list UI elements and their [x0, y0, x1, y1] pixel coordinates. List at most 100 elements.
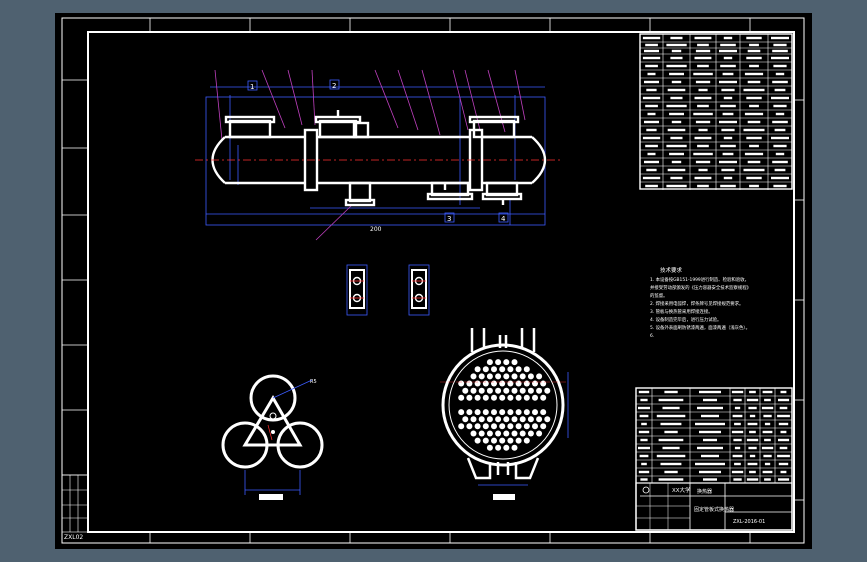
tube-hole	[470, 387, 477, 394]
tube-hole	[523, 423, 530, 430]
table-cell-text	[777, 414, 790, 418]
table-cell-text	[746, 96, 762, 100]
tube-hole	[491, 366, 497, 373]
table-cell-text	[722, 72, 734, 76]
table-cell-text	[671, 160, 682, 164]
table-cell-text	[644, 80, 659, 84]
shell-body	[211, 110, 547, 207]
pitch-radius-dim: R5	[310, 379, 317, 385]
table-cell-text	[780, 430, 787, 434]
tube-hole	[470, 416, 477, 423]
tube-hole	[482, 394, 489, 401]
table-cell-text	[693, 72, 713, 76]
technical-requirements: 技术要求 1. 本设备按GB151-1999进行制造、检验和验收， 并接受劳动部…	[650, 266, 751, 339]
table-cell-text	[695, 49, 711, 53]
tube-hole	[495, 387, 502, 394]
table-cell-text	[747, 422, 758, 426]
table-cell-text	[671, 120, 682, 124]
table-cell-text	[762, 430, 773, 434]
tube-hole	[532, 423, 538, 430]
table-cell-text	[646, 168, 657, 172]
tube-hole	[519, 373, 526, 380]
table-cell-text	[731, 470, 744, 474]
tube-hole	[540, 380, 547, 387]
table-cell-text	[775, 112, 785, 116]
table-cell-text	[671, 80, 682, 84]
table-cell-text	[749, 414, 756, 418]
table-cell-text	[720, 104, 736, 108]
table-cell-text	[697, 446, 723, 450]
tube-hole	[503, 359, 510, 366]
table-cell-text	[645, 104, 658, 108]
table-cell-text	[734, 462, 741, 466]
table-cell-text	[780, 470, 787, 474]
tube-hole	[458, 380, 465, 387]
tube-hole	[458, 423, 465, 430]
tube-hole	[478, 430, 485, 437]
table-cell-text	[746, 398, 759, 402]
tube-hole	[486, 359, 493, 366]
tube-pitch-detail	[221, 374, 324, 500]
table-cell-text	[669, 72, 684, 76]
notes-line: 5. 设备外表面刷防锈漆两遍，面漆两遍（浅灰色）。	[650, 324, 750, 331]
table-cell-text	[777, 454, 790, 458]
tube-hole	[474, 423, 481, 430]
table-cell-text	[658, 438, 684, 442]
tube-hole	[536, 430, 543, 437]
tube-hole	[482, 437, 489, 444]
tube-hole	[466, 409, 473, 416]
table-cell-text	[667, 168, 686, 172]
table-cell-text	[660, 462, 682, 466]
tube-hole	[503, 444, 510, 451]
table-cell-text	[695, 462, 725, 466]
table-cell-text	[778, 478, 790, 481]
table-cell-text	[747, 49, 761, 53]
table-cell-text	[746, 56, 762, 60]
table-cell-text	[666, 64, 687, 68]
table-cell-text	[772, 80, 788, 84]
table-cell-text	[744, 112, 764, 116]
tube-hole	[511, 444, 518, 451]
tube-hole	[507, 394, 514, 401]
tube-hole	[458, 394, 465, 401]
table-cell-text	[662, 406, 680, 410]
table-cell-text	[698, 168, 708, 172]
table-cell-text	[699, 470, 721, 474]
view-label-d: 4	[501, 215, 506, 223]
table-cell-text	[701, 454, 719, 458]
table-cell-text	[658, 398, 684, 402]
view-label-a: 1	[250, 83, 254, 91]
table-cell-text	[666, 184, 687, 188]
table-cell-text	[731, 430, 744, 434]
bill-of-materials	[635, 387, 793, 531]
table-cell-text	[671, 49, 682, 53]
table-cell-text	[664, 470, 678, 474]
table-cell-text	[658, 478, 684, 481]
table-cell-text	[721, 128, 735, 132]
table-cell-text	[719, 49, 737, 53]
table-cell-text	[761, 446, 774, 450]
table-cell-text	[778, 422, 789, 426]
table-cell-text	[779, 446, 788, 450]
table-cell-text	[746, 36, 762, 40]
corner-stamp: ZXL02	[64, 534, 83, 541]
tube-hole	[491, 394, 497, 401]
table-cell-text	[695, 120, 711, 124]
table-cell-text	[666, 43, 687, 47]
tube-hole	[474, 380, 481, 387]
table-cell-text	[638, 446, 650, 450]
shell-cross-section	[440, 328, 569, 500]
tube-hole	[540, 394, 547, 401]
table-cell-text	[664, 430, 678, 434]
table-cell-text	[641, 422, 647, 426]
tube-hole	[470, 373, 477, 380]
tube-hole	[478, 416, 485, 423]
view-label-c: 3	[447, 215, 451, 223]
view-label-b: 2	[332, 82, 336, 90]
notes-line: 6.	[650, 333, 654, 339]
table-cell-text	[764, 398, 771, 402]
tube-hole	[486, 387, 493, 394]
table-cell-text	[697, 104, 709, 108]
table-cell-text	[720, 43, 736, 47]
table-cell-text	[772, 120, 788, 124]
